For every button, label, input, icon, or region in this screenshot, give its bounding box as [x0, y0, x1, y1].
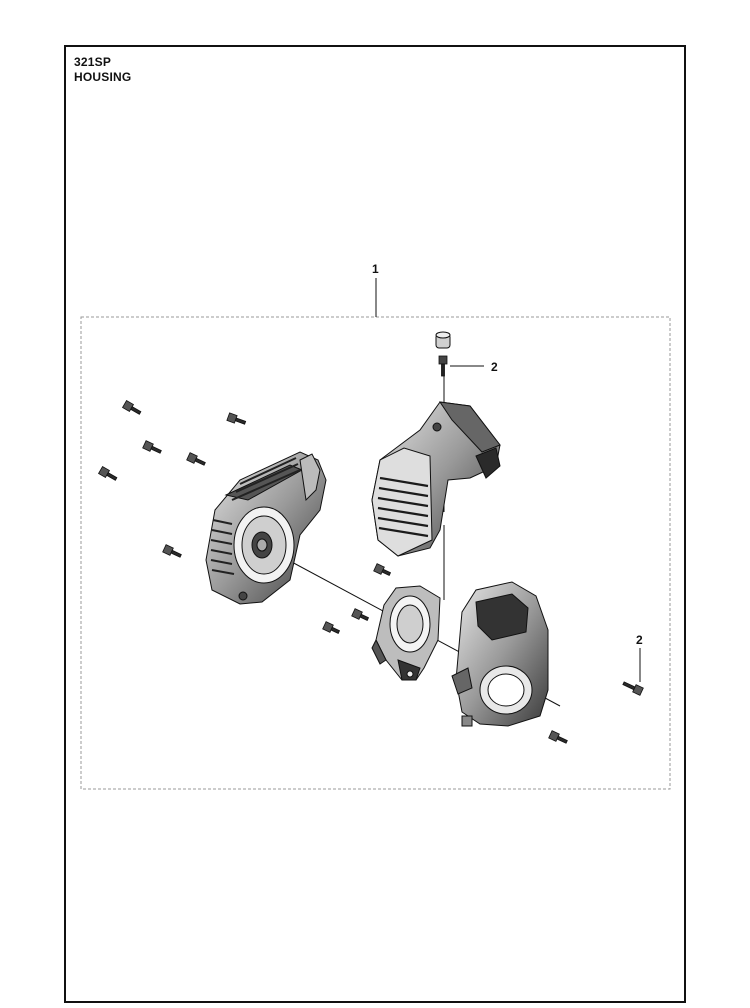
- assembly-bracket: [80, 316, 671, 790]
- starter-bracket: [371, 585, 441, 681]
- model-title: 321SP: [74, 55, 112, 69]
- screw-5: [97, 465, 118, 481]
- callout-2-top-label: 2: [491, 360, 498, 374]
- screw-1: [121, 399, 142, 415]
- screw-9: [322, 621, 341, 634]
- fan-housing-right: [451, 581, 549, 727]
- screw-6: [162, 544, 182, 558]
- screw-7: [373, 563, 392, 576]
- screw-2: [226, 412, 247, 425]
- screw-top: [438, 355, 448, 377]
- cylinder-cover-top: [371, 401, 501, 557]
- spacer-nut: [435, 331, 451, 349]
- fan-cover-left: [205, 451, 327, 605]
- callout-2-right-label: 2: [636, 633, 643, 647]
- section-title: HOUSING: [74, 70, 132, 84]
- screw-group: [97, 355, 644, 744]
- callout-1-label: 1: [372, 262, 379, 276]
- screw-10: [548, 730, 568, 744]
- screw-8: [351, 608, 370, 621]
- screw-3: [142, 440, 162, 454]
- screw-right: [622, 681, 644, 696]
- screw-4: [186, 452, 206, 466]
- page-frame: [64, 45, 686, 1003]
